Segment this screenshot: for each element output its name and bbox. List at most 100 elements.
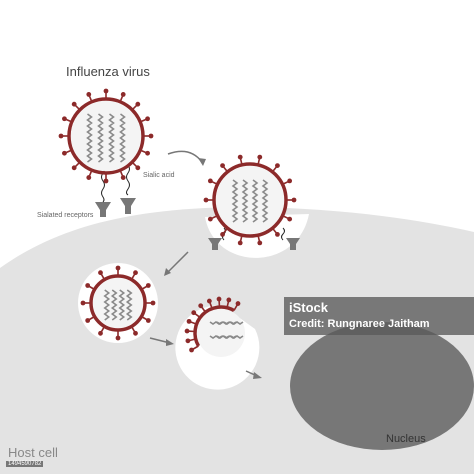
rna-segment xyxy=(97,113,104,163)
spike-head xyxy=(220,163,225,168)
spike-head xyxy=(120,92,126,97)
rna-segment xyxy=(231,179,239,223)
spike-head xyxy=(58,133,64,139)
spike-head xyxy=(257,154,263,160)
spike-head xyxy=(206,298,212,304)
spike-head xyxy=(71,165,77,171)
spike-head xyxy=(62,150,67,156)
watermark-image-id: 1494590782 xyxy=(6,461,44,467)
envelope xyxy=(71,101,141,171)
virion-docked xyxy=(203,154,297,246)
spike-head xyxy=(145,283,151,288)
virion-free xyxy=(58,88,154,184)
virion-endosome xyxy=(80,265,156,341)
arrow-approach xyxy=(167,150,203,163)
spike-head xyxy=(216,296,222,302)
spike-head xyxy=(145,150,150,156)
spike-head xyxy=(275,163,280,168)
rna-segment xyxy=(261,179,269,223)
receptors-label: Sialated receptors xyxy=(37,212,94,219)
receptor-4 xyxy=(286,238,300,250)
spike-head xyxy=(115,335,121,341)
spike-head xyxy=(133,330,138,336)
rna-segment xyxy=(119,113,126,163)
spike-head xyxy=(220,232,225,237)
spike-head xyxy=(291,197,297,203)
spike-head xyxy=(237,154,243,160)
spike-head xyxy=(237,240,243,246)
envelope xyxy=(93,278,143,328)
spike-head xyxy=(203,197,209,203)
spike-head xyxy=(85,283,91,288)
receptor-3 xyxy=(208,238,222,250)
step-arrows xyxy=(149,150,262,379)
spike-head xyxy=(80,300,86,306)
spike-head xyxy=(287,216,293,222)
released-rna xyxy=(230,335,244,339)
released-rna xyxy=(230,321,244,325)
host-cell-label: Host cell xyxy=(8,445,58,460)
watermark-credit: Credit: Rungnaree Jaitham xyxy=(289,318,430,330)
spike-head xyxy=(71,101,77,107)
arrow-endocytosis xyxy=(166,251,189,274)
spike-head xyxy=(235,301,241,306)
spike-head xyxy=(86,175,92,180)
capsid-arc xyxy=(193,305,235,347)
spike-head xyxy=(186,318,192,324)
spike-head xyxy=(207,178,213,184)
rna-segment xyxy=(86,113,93,163)
spike-head xyxy=(189,347,194,353)
arrow-to-nucleus-head xyxy=(253,372,262,379)
rna-segment xyxy=(251,179,259,223)
arrow-fusion-head xyxy=(166,339,174,346)
receptor-2 xyxy=(120,198,136,214)
virion-uncoating xyxy=(184,296,245,357)
spike-head xyxy=(85,318,91,323)
watermark-brand: iStock xyxy=(289,300,329,315)
spike-head xyxy=(145,318,151,323)
spike-head xyxy=(257,240,263,246)
spike-head xyxy=(226,297,232,303)
envelope xyxy=(197,309,245,357)
spike-head xyxy=(103,88,109,94)
spike-head xyxy=(135,165,141,171)
spike-head xyxy=(145,116,150,122)
spike-head xyxy=(198,303,204,309)
arrow-approach-head xyxy=(198,158,206,166)
arrow-endocytosis-head xyxy=(164,268,171,276)
rna-segment xyxy=(103,289,111,321)
rna-segment xyxy=(108,113,115,163)
spike-head xyxy=(148,133,154,139)
spike-head xyxy=(287,178,293,184)
envelope xyxy=(216,166,284,234)
spike-head xyxy=(207,216,213,222)
spike-head xyxy=(120,175,126,180)
virus-label: Influenza virus xyxy=(66,64,150,79)
sialic-acid-label: Sialic acid xyxy=(143,172,175,179)
rna-segment xyxy=(118,289,126,321)
spike-head xyxy=(184,328,190,334)
spike-head xyxy=(191,310,197,316)
spike-head xyxy=(62,116,67,122)
nucleus xyxy=(290,322,474,450)
spike-head xyxy=(185,338,191,344)
nucleus-label: Nucleus xyxy=(386,433,426,445)
virions xyxy=(58,88,297,357)
receptors-group xyxy=(95,198,300,250)
spike-head xyxy=(98,330,103,336)
spike-head xyxy=(133,270,138,276)
spike-head xyxy=(98,270,103,276)
spike-head xyxy=(86,92,92,97)
spike-head xyxy=(275,232,280,237)
spike-head xyxy=(135,101,141,107)
rna-segment xyxy=(241,179,249,223)
watermark-banner xyxy=(284,297,474,335)
spike-head xyxy=(103,178,109,184)
rna-segment xyxy=(110,289,118,321)
rna-segment xyxy=(125,289,133,321)
receptor-1 xyxy=(95,202,111,217)
spike-head xyxy=(150,300,156,306)
spike-head xyxy=(115,265,121,271)
